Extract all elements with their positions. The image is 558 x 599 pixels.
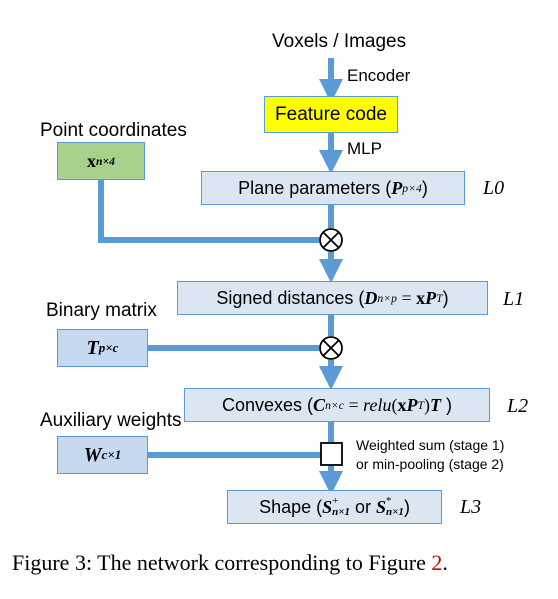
shape-s-plus-symbol: S (322, 496, 333, 517)
otimes-operator-2 (319, 336, 343, 360)
layer-label-l1: L1 (503, 288, 525, 310)
feature-code-box: Feature code (264, 96, 398, 133)
aux-weights-subscript: c×1 (101, 447, 122, 462)
signed-distances-prefix: Signed distances ( (216, 287, 365, 308)
shape-s-star-sup: * (386, 495, 392, 507)
signed-distances-subscript: n×p (377, 291, 397, 305)
input-label: Voxels / Images (272, 31, 407, 52)
weighted-sum-line2: or min-pooling (stage 2) (356, 456, 504, 472)
point-coords-symbol: x (86, 150, 96, 171)
convexes-p: P (406, 394, 418, 415)
convexes-symbol: C (313, 394, 326, 415)
caption-text: Figure 3: The network corresponding to F… (12, 550, 432, 575)
point-coords-subscript: n×4 (95, 154, 115, 168)
shape-suffix: ) (403, 496, 410, 517)
auxiliary-weights-label: Auxiliary weights (40, 410, 182, 431)
convexes-relu: relu (363, 394, 392, 415)
convexes-suffix: ) (440, 394, 452, 415)
encoder-label: Encoder (347, 66, 411, 85)
otimes-operator-1 (319, 228, 343, 252)
plane-params-symbol: P (391, 177, 403, 198)
shape-s-plus-scripts: +n×1 (332, 496, 350, 518)
shape-box: Shape (S+n×1 or S*n×1) (227, 490, 442, 524)
mlp-label: MLP (347, 139, 382, 158)
binary-matrix-subscript: p×c (98, 340, 119, 355)
point-coordinates-label: Point coordinates (40, 120, 187, 141)
shape-s-star-scripts: *n×1 (386, 496, 404, 518)
shape-prefix: Shape ( (259, 496, 323, 517)
convexes-equals: = (343, 394, 364, 415)
convexes-close-paren: ) (423, 394, 430, 415)
signed-distances-superscript: T (436, 291, 443, 305)
plane-params-suffix: ) (421, 177, 428, 198)
weighted-sum-line1: Weighted sum (stage 1) (356, 437, 505, 453)
convexes-prefix: Convexes ( (222, 394, 314, 415)
convexes-t: T (429, 394, 441, 415)
binary-matrix-label: Binary matrix (46, 300, 157, 321)
signed-distances-symbol: D (364, 287, 378, 308)
layer-label-l2: L2 (507, 395, 529, 417)
binary-matrix-symbol: T (86, 336, 99, 359)
shape-s-plus-sub: n×1 (332, 506, 351, 518)
aux-weights-symbol: W (83, 443, 102, 466)
layer-label-l3: L3 (460, 496, 482, 518)
figure-caption: Figure 3: The network corresponding to F… (12, 550, 448, 576)
shape-s-plus-sup: + (332, 495, 339, 507)
layer-label-l0: L0 (483, 177, 505, 199)
shape-s-star-symbol: S (376, 496, 387, 517)
plane-params-prefix: Plane parameters ( (238, 177, 392, 198)
aggregation-square (320, 442, 343, 466)
shape-or: or (350, 496, 377, 517)
convexes-open-paren: ( (391, 394, 398, 415)
signed-distances-equals: = (397, 287, 417, 308)
shape-s-star-sub: n×1 (386, 506, 404, 518)
signed-distances-suffix: ) (442, 287, 449, 308)
caption-figure-ref[interactable]: 2 (431, 550, 443, 575)
convexes-superscript: T (417, 398, 424, 412)
line-points-op1 (98, 179, 319, 243)
plane-params-subscript: p×4 (402, 181, 422, 195)
signed-distances-p: P (425, 287, 437, 308)
signed-distances-x: x (416, 287, 426, 308)
caption-end: . (442, 550, 448, 575)
convexes-x: x (397, 394, 407, 415)
convexes-subscript: n×c (325, 398, 344, 412)
feature-code-text: Feature code (275, 103, 387, 125)
